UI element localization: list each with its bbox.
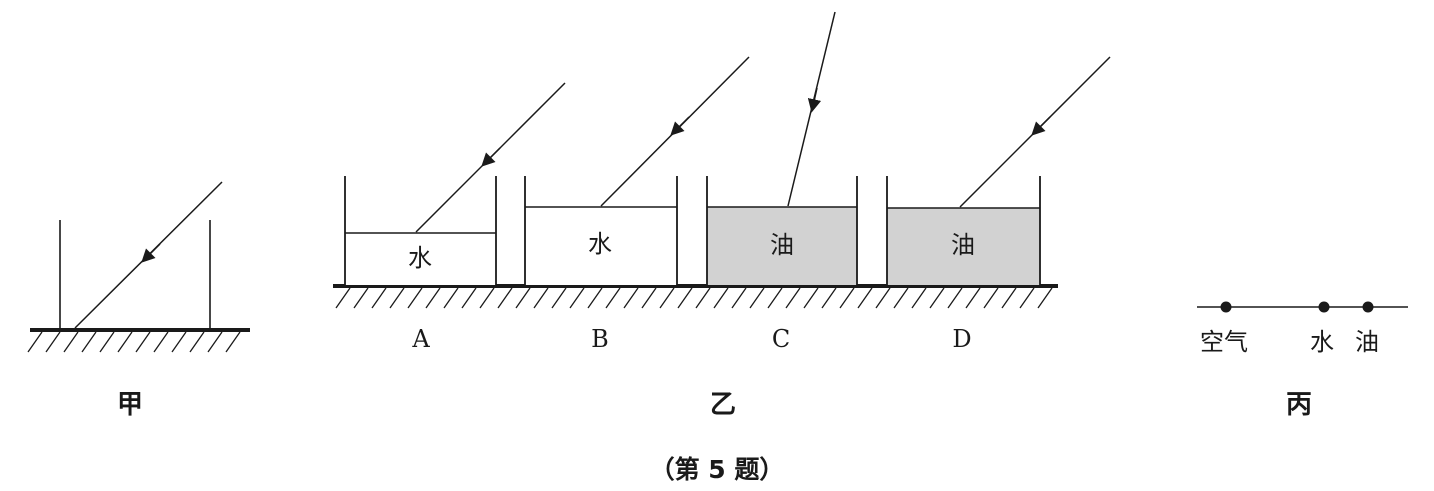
container-b-letter: B (591, 325, 609, 353)
container-c-liquid (707, 207, 857, 285)
problem-caption: （第 5 题） (650, 455, 785, 484)
bing-label-water: 水 (1310, 328, 1334, 356)
container-a (344, 82, 566, 285)
jia-ground-hatch (27, 331, 241, 353)
container-b-liquid-label: 水 (588, 230, 612, 258)
container-c-letter: C (772, 325, 790, 353)
container-c-liquid-label: 油 (770, 231, 794, 259)
bing-caption: 丙 (1286, 390, 1312, 420)
container-d-ray (959, 56, 1111, 208)
container-d-liquid (887, 208, 1040, 285)
container-a-letter: A (411, 325, 430, 353)
container-c (706, 11, 858, 285)
jia-caption: 甲 (117, 390, 143, 420)
container-a-liquid-label: 水 (408, 244, 432, 272)
bing-point-water (1318, 301, 1330, 313)
yi-caption: 乙 (710, 390, 736, 420)
container-c-ray (787, 11, 836, 207)
container-a-liquid (345, 233, 496, 285)
bing-point-air (1220, 301, 1232, 313)
container-b-ray-arrow (670, 116, 690, 136)
bing-point-oil (1362, 301, 1374, 313)
container-d-liquid-label: 油 (951, 231, 975, 259)
bing-label-air: 空气 (1200, 328, 1248, 356)
yi-ground-hatch (335, 287, 1053, 309)
figure-jia (27, 181, 250, 353)
container-d-ray-arrow (1031, 116, 1051, 136)
container-b-ray (600, 56, 750, 207)
container-d-letter: D (952, 325, 971, 353)
container-a-ray-arrow (481, 147, 501, 167)
container-c-ray-arrow (807, 87, 822, 113)
bing-label-oil: 油 (1355, 328, 1379, 356)
container-d (886, 56, 1111, 285)
figure-bing (1197, 301, 1408, 313)
jia-ray-arrow (141, 243, 161, 263)
figure-yi (333, 11, 1111, 309)
container-b-liquid (525, 207, 677, 285)
container-b (524, 56, 750, 285)
